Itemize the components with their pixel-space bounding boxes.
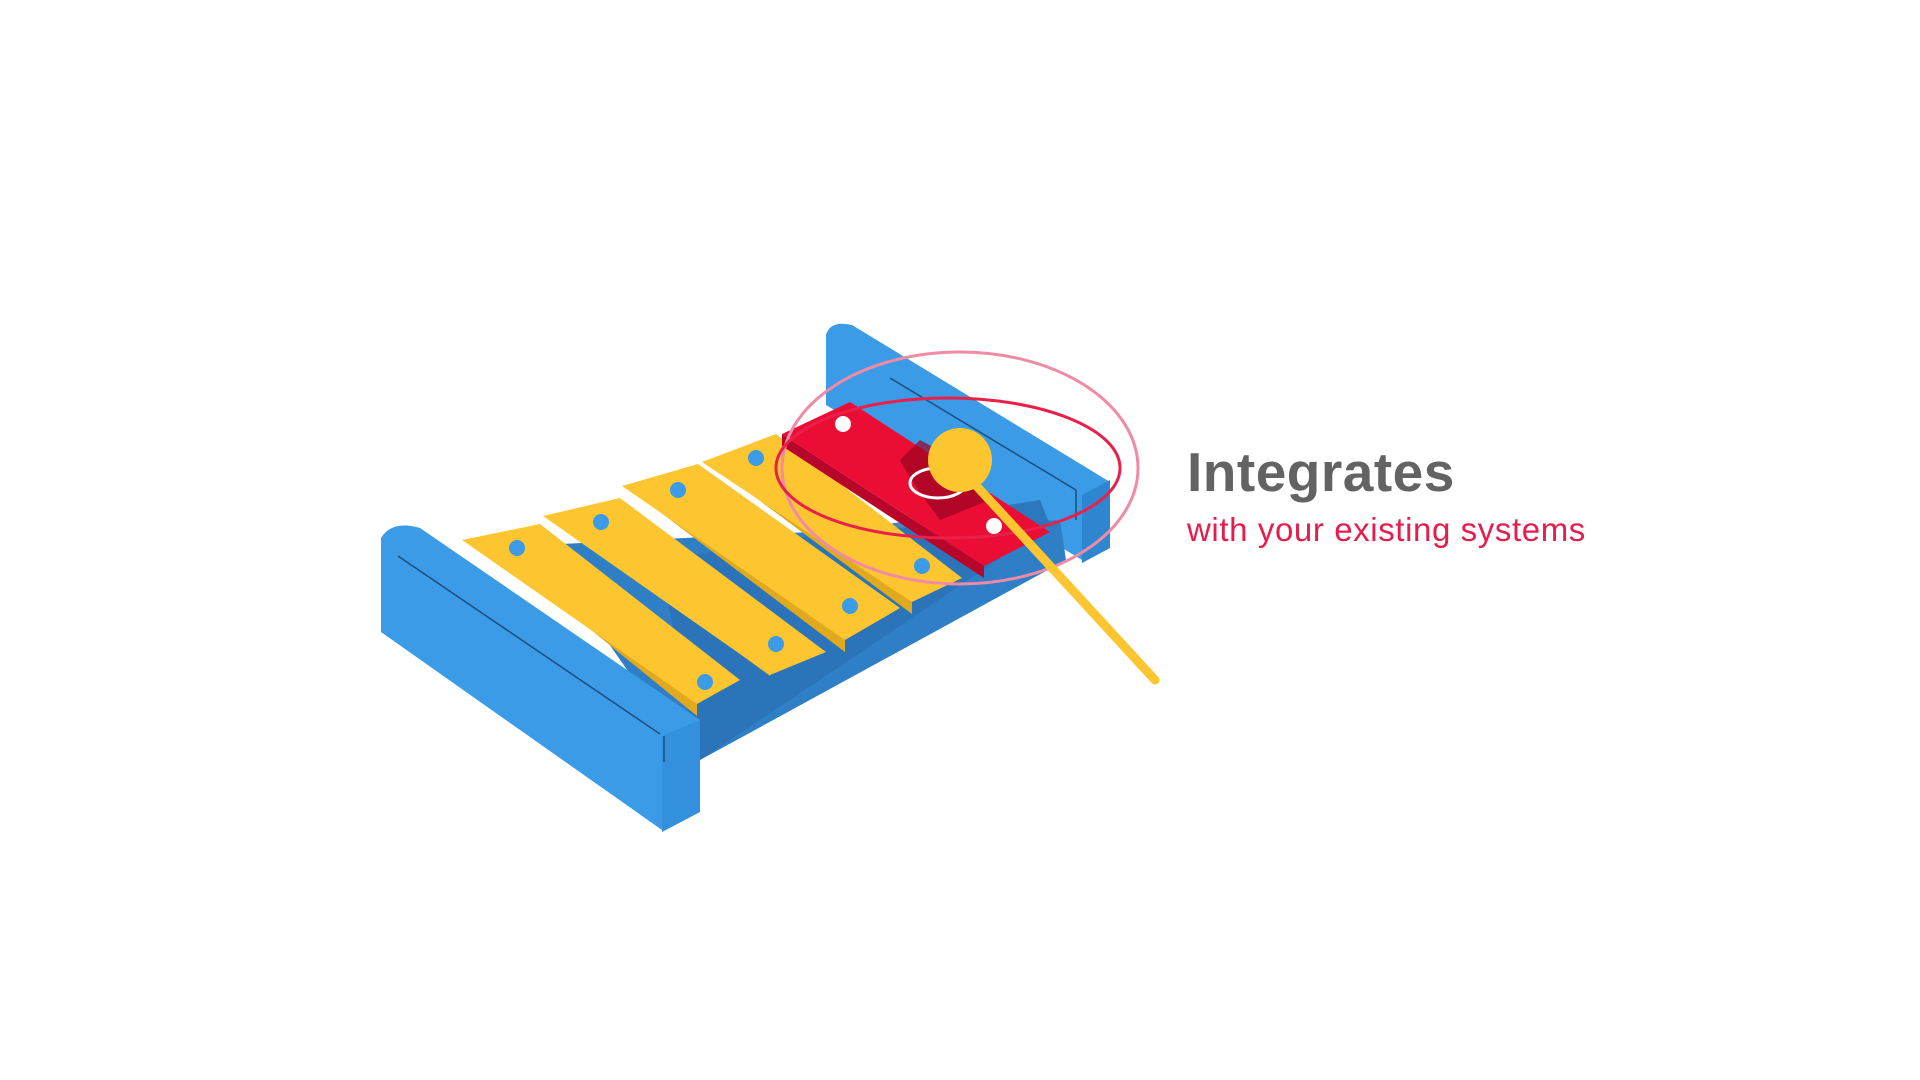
front-rail-front — [381, 540, 662, 830]
feature-caption: Integrates with your existing systems — [1187, 440, 1827, 552]
bar-1 — [462, 524, 740, 716]
caption-subtitle: with your existing systems — [1187, 511, 1586, 548]
bar-3 — [622, 464, 900, 652]
bar-2 — [543, 498, 826, 676]
front-rail-top — [381, 525, 700, 740]
caption-title: Integrates — [1187, 441, 1455, 503]
back-rail-top — [826, 323, 1110, 500]
xylophone-front-rail — [381, 525, 700, 832]
back-rail-side — [1082, 480, 1110, 563]
sound-wave-icon — [774, 350, 1140, 586]
front-rail-side — [662, 720, 700, 832]
mallet-icon — [928, 428, 1160, 685]
